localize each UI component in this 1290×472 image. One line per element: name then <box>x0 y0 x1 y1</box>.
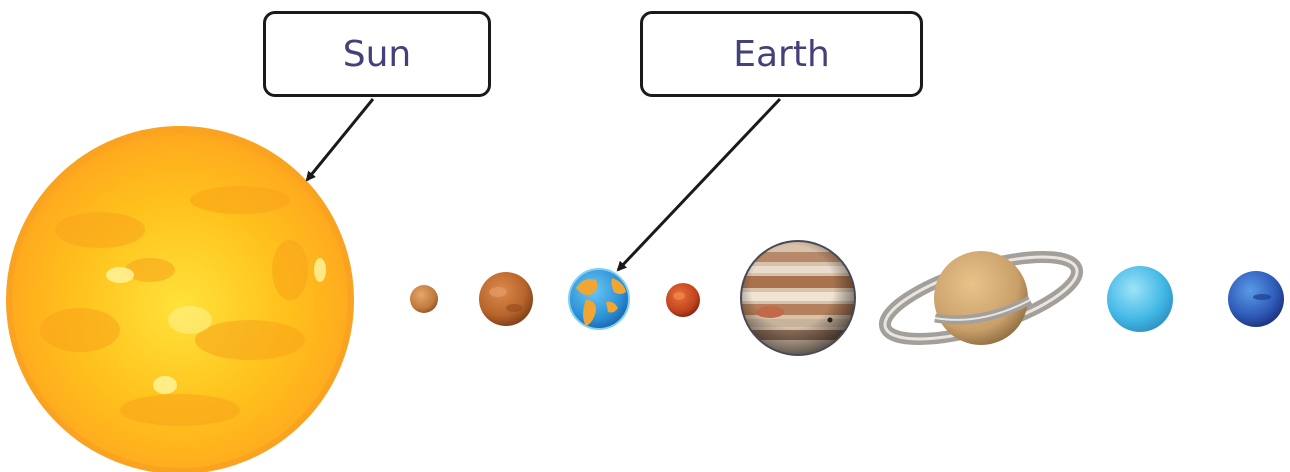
earth-label: Earth <box>640 11 923 97</box>
saturn <box>878 251 1084 345</box>
earth-label-text: Earth <box>733 33 830 75</box>
sun-label: Sun <box>263 11 491 97</box>
sun <box>6 126 354 472</box>
venus <box>479 272 533 326</box>
jupiter <box>740 240 856 356</box>
neptune <box>1228 271 1284 327</box>
uranus <box>1107 266 1173 332</box>
mars <box>666 283 700 317</box>
sun-label-text: Sun <box>342 33 412 75</box>
mercury <box>410 285 438 313</box>
sun-pointer-arrow <box>305 98 375 182</box>
earth-pointer-arrow <box>616 97 782 272</box>
earth <box>568 268 630 330</box>
